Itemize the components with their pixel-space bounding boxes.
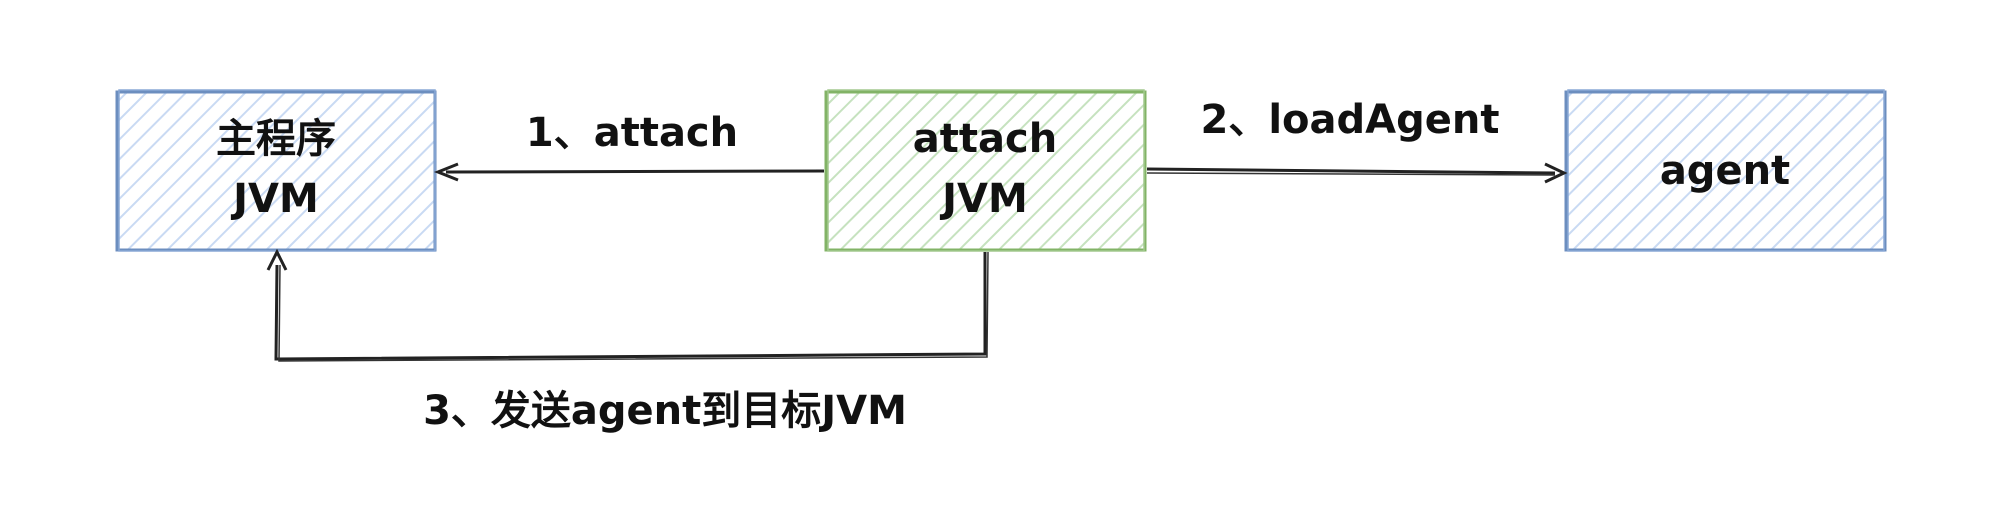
- edge-load-agent: 2、loadAgent: [1146, 97, 1568, 184]
- node-main-jvm-box: [115, 90, 437, 252]
- edge-send-agent-label: 3、发送agent到目标JVM: [423, 388, 907, 434]
- edge-send-agent-line-sketch: [278, 251, 989, 362]
- edge-load-agent-label: 2、loadAgent: [1201, 97, 1500, 143]
- node-attach-jvm-box: [824, 90, 1147, 252]
- edge-attach-arrowhead-icon: [433, 162, 459, 182]
- node-main-jvm-title: 主程序: [216, 116, 336, 162]
- edge-send-agent-line: [274, 252, 987, 361]
- edge-load-agent-line: [1146, 167, 1556, 175]
- edge-attach-line: [445, 169, 825, 174]
- node-attach-jvm-subtitle: JVM: [939, 176, 1028, 222]
- node-main-jvm-subtitle: JVM: [230, 176, 319, 222]
- node-attach-jvm-box-sketch: [827, 89, 1145, 252]
- edge-attach-label: 1、attach: [526, 110, 738, 156]
- node-agent: agent: [1564, 89, 1887, 252]
- edge-load-agent-arrowhead-icon: [1544, 162, 1568, 184]
- node-main-jvm: 主程序 JVM: [115, 89, 437, 252]
- edge-send-agent-arrowhead-icon: [266, 248, 288, 271]
- edge-send-agent: 3、发送agent到目标JVM: [266, 248, 989, 434]
- node-agent-title: agent: [1660, 148, 1790, 194]
- node-attach-jvm-title: attach: [913, 116, 1057, 162]
- edge-load-agent-line-sketch: [1146, 172, 1556, 176]
- edge-attach: 1、attach: [433, 110, 825, 182]
- node-agent-box-sketch: [1567, 89, 1885, 252]
- node-attach-jvm: attach JVM: [824, 89, 1147, 252]
- node-agent-box: [1564, 90, 1887, 252]
